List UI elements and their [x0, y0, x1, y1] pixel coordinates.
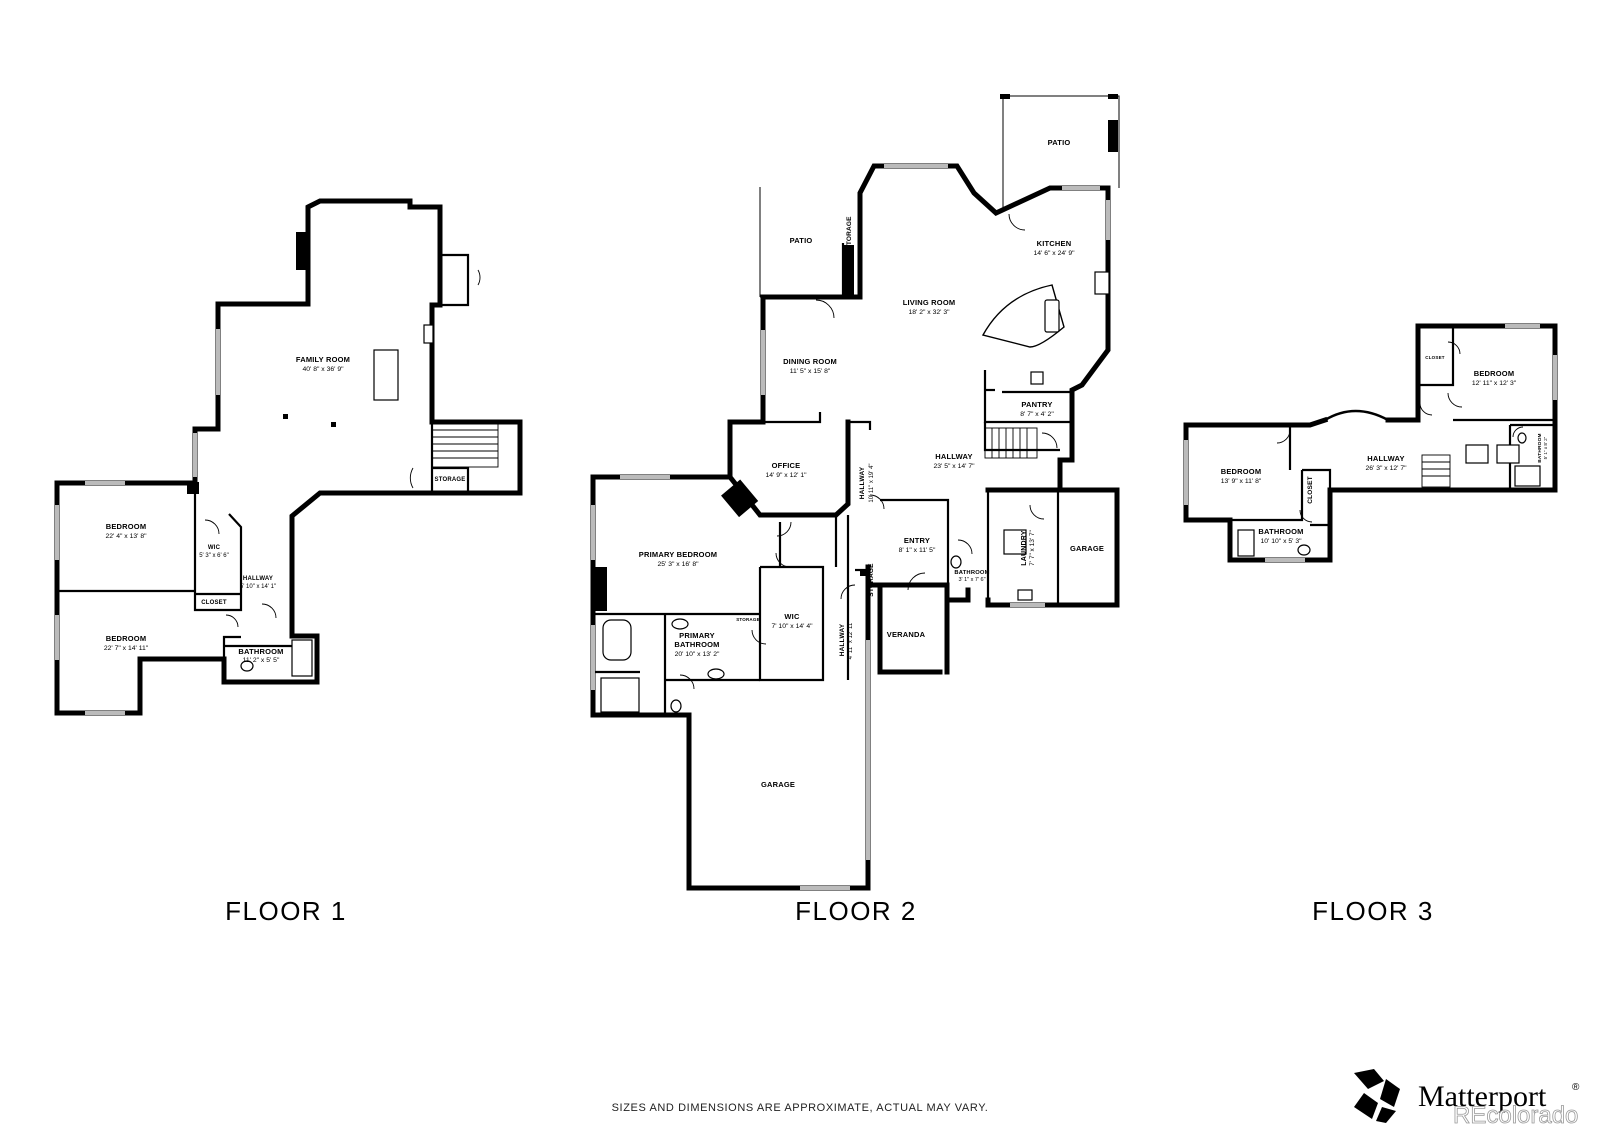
room-label: BATHROOM — [674, 640, 719, 649]
room-dimensions: 4' 11" x 12' 11" — [848, 621, 854, 660]
room-label: GARAGE — [1070, 544, 1104, 553]
room-label: HALLWAY — [839, 623, 846, 656]
room-label: STORAGE — [868, 563, 875, 597]
floor-1-plan — [54, 198, 523, 716]
room-label: HALLWAY — [243, 576, 273, 582]
disclaimer-text: SIZES AND DIMENSIONS ARE APPROXIMATE, AC… — [612, 1102, 989, 1114]
room-label: STORAGE — [435, 477, 466, 483]
room-label: HALLWAY — [935, 452, 972, 461]
matterport-logo-icon — [1354, 1069, 1400, 1123]
room-label: BATHROOM — [238, 647, 283, 656]
room-dimensions: 14' 6" x 24' 9" — [1033, 250, 1075, 257]
room-label: GARAGE — [761, 780, 795, 789]
room-label: BEDROOM — [106, 522, 147, 531]
room-dimensions: 10' 11" x 19' 4" — [869, 463, 875, 502]
room-dimensions: 18' 2" x 32' 3" — [908, 309, 950, 316]
room-label: DINING ROOM — [783, 357, 837, 366]
room-label: OFFICE — [772, 461, 801, 470]
room-label: KITCHEN — [1037, 239, 1072, 248]
room-label: CLOSET — [1425, 355, 1445, 360]
floor-1-labels: FAMILY ROOM 40' 8" x 36' 9" BEDROOM 22' … — [104, 355, 466, 664]
room-label: LIVING ROOM — [903, 298, 956, 307]
room-label: STORAGE — [846, 216, 853, 250]
room-dimensions: 3' 1" x 7' 6" — [958, 577, 985, 583]
room-label: ENTRY — [904, 536, 930, 545]
brand-name: Matterport — [1418, 1080, 1547, 1113]
room-label: CLOSET — [201, 600, 227, 606]
room-dimensions: 22' 7" x 14' 11" — [104, 645, 149, 652]
room-dimensions: 22' 4" x 13' 8" — [105, 533, 147, 540]
room-dimensions: 12' 11" x 12' 3" — [1472, 380, 1517, 387]
room-dimensions: 23' 5" x 14' 7" — [933, 463, 975, 470]
room-label: BEDROOM — [106, 634, 147, 643]
room-dimensions: 40' 8" x 36' 9" — [302, 366, 344, 373]
room-dimensions: 13' 9" x 11' 8" — [1221, 478, 1262, 485]
room-label: CLOSET — [1307, 476, 1314, 504]
room-label: BATHROOM — [954, 570, 989, 576]
room-label: BATHROOM — [1537, 433, 1543, 463]
floor-2-label: FLOOR 2 — [795, 896, 917, 926]
room-label: HALLWAY — [859, 466, 866, 499]
floor-3-plan — [1183, 323, 1558, 563]
room-label: WIC — [784, 612, 800, 621]
floor-3-labels: CLOSET BEDROOM 12' 11" x 12' 3" BEDROOM … — [1221, 355, 1548, 545]
floor-2-plan — [590, 94, 1120, 891]
room-label: STORAGE — [736, 617, 760, 622]
room-dimensions: 11' 2" x 5' 5" — [243, 657, 280, 664]
room-dimensions: 5' 10" x 14' 1" — [240, 584, 276, 590]
room-dimensions: 7' 7" x 13' 7" — [1029, 529, 1036, 565]
room-dimensions: 10' 10" x 5' 3" — [1260, 538, 1302, 545]
floor-2-labels: PATIO STORAGE PATIO KITCHEN 14' 6" x 24'… — [639, 138, 1104, 789]
room-label: VERANDA — [887, 630, 926, 639]
room-dimensions: 14' 9" x 12' 1" — [765, 472, 807, 479]
room-label: WIC — [208, 545, 221, 551]
room-label: LAUNDRY — [1021, 530, 1028, 565]
room-dimensions: 8' 7" x 4' 2" — [1020, 411, 1054, 418]
room-label: FAMILY ROOM — [296, 355, 350, 364]
room-label: BATHROOM — [1258, 527, 1303, 536]
room-dimensions: 5' 3" x 6' 6" — [199, 553, 229, 559]
watermark: REcolorado — [1453, 1102, 1578, 1129]
room-dimensions: 7' 10" x 14' 4" — [771, 623, 813, 630]
room-label: HALLWAY — [1367, 454, 1404, 463]
room-label: BEDROOM — [1474, 369, 1515, 378]
room-label: PANTRY — [1021, 400, 1052, 409]
room-label: PATIO — [1048, 138, 1071, 147]
room-dimensions: 8' 1" x 11' 5" — [899, 547, 936, 554]
room-dimensions: 5' 1" x 8' 2" — [1543, 436, 1548, 459]
room-dimensions: 11' 5" x 15' 8" — [790, 368, 831, 375]
room-label: PRIMARY BEDROOM — [639, 550, 717, 559]
room-label: PATIO — [790, 236, 813, 245]
room-dimensions: 26' 3" x 12' 7" — [1365, 465, 1407, 472]
floor-1-label: FLOOR 1 — [225, 896, 347, 926]
brand-trademark: ® — [1572, 1082, 1580, 1093]
room-dimensions: 25' 3" x 16' 8" — [657, 561, 699, 568]
room-dimensions: 20' 10" x 13' 2" — [675, 651, 720, 658]
room-label: BEDROOM — [1221, 467, 1262, 476]
room-label: PRIMARY — [679, 631, 715, 640]
floor-3-label: FLOOR 3 — [1312, 896, 1434, 926]
